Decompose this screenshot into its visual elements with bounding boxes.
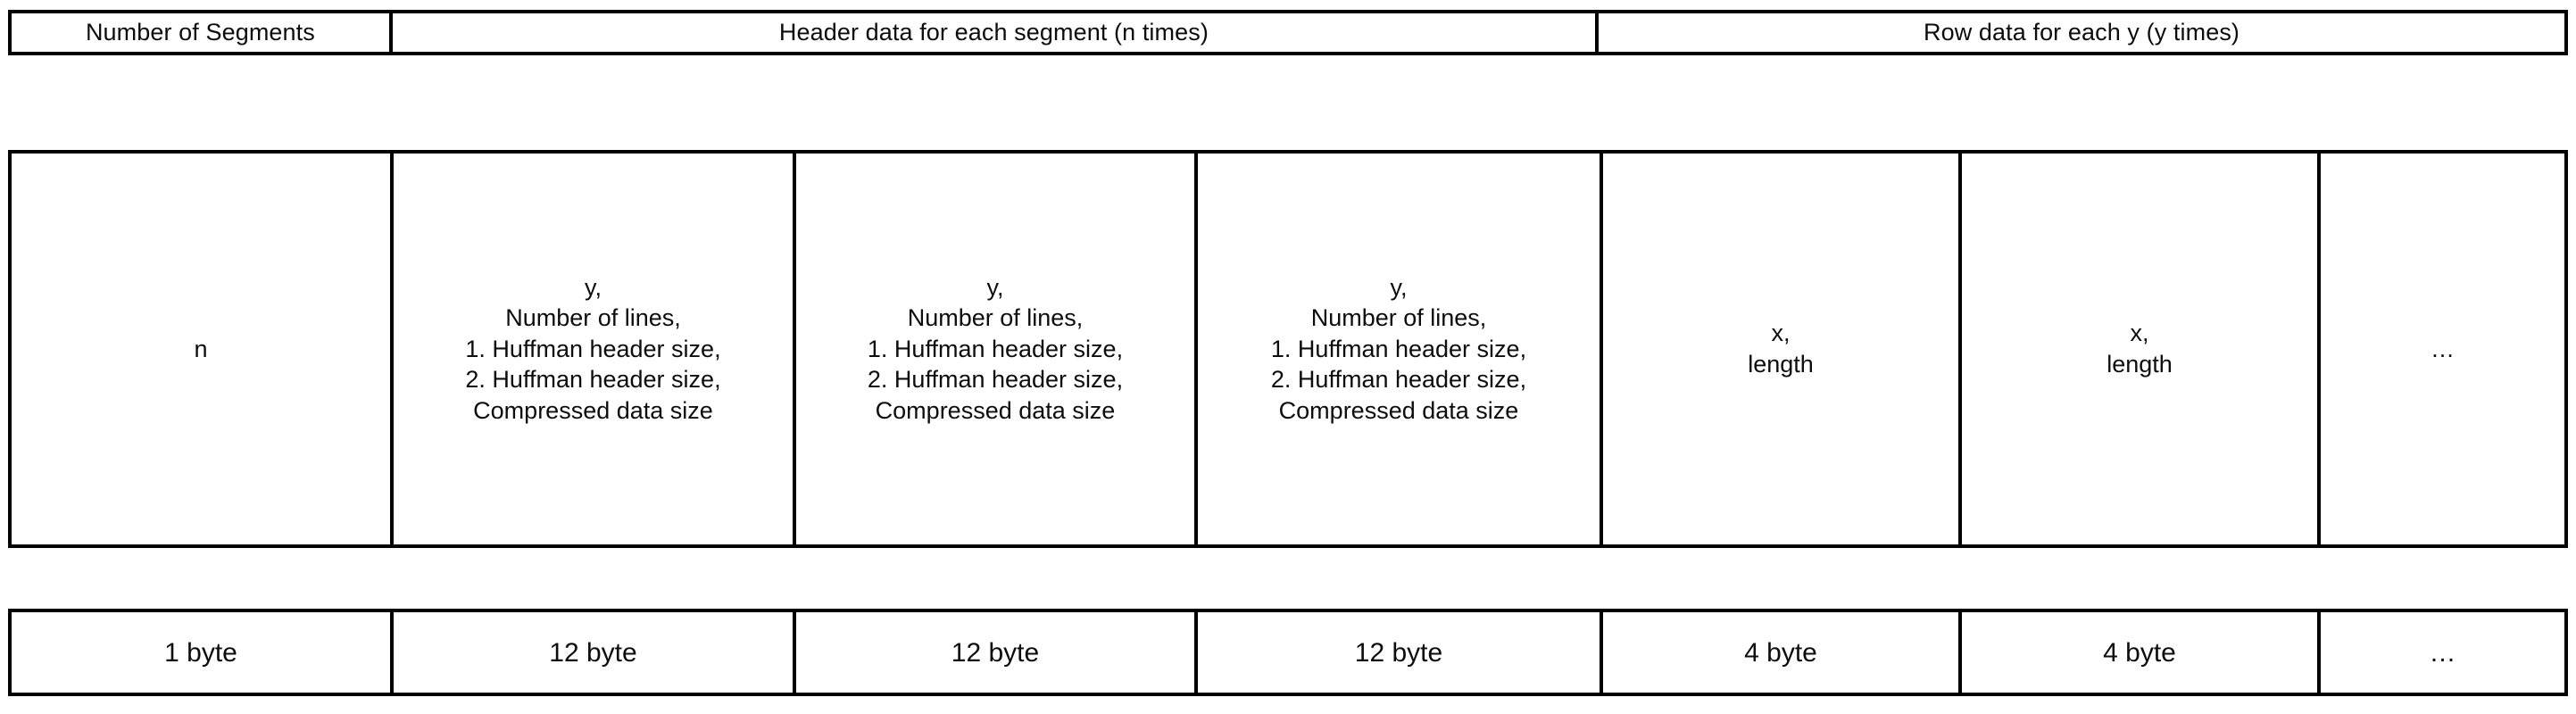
byte-size-cell-row-data-1: 4 byte <box>1600 612 1958 693</box>
field-cell-segment-header-2: y, Number of lines, 1. Huffman header si… <box>793 154 1194 544</box>
field-cell-segment-header-1: y, Number of lines, 1. Huffman header si… <box>390 154 793 544</box>
field-line: y, <box>585 273 602 301</box>
field-line: Number of lines, <box>505 304 681 332</box>
field-line: 2. Huffman header size, <box>465 366 721 394</box>
field-line: x, <box>1771 320 1791 347</box>
field-cell-segment-header-3: y, Number of lines, 1. Huffman header si… <box>1194 154 1600 544</box>
field-line: x, <box>2130 320 2149 347</box>
field-line: 2. Huffman header size, <box>867 366 1124 394</box>
field-line: Number of lines, <box>907 304 1084 332</box>
section-header-row: Number of Segments Header data for each … <box>8 10 2568 55</box>
field-cell-row-data-1-lines: x, length <box>1603 318 1958 379</box>
field-line: 1. Huffman header size, <box>1270 335 1527 362</box>
field-content-row: n y, Number of lines, 1. Huffman header … <box>8 150 2568 548</box>
field-line: Compressed data size <box>875 396 1116 424</box>
field-line: 1. Huffman header size, <box>465 335 721 362</box>
section-header-cell-row-data: Row data for each y (y times) <box>1595 13 2564 52</box>
field-line: length <box>1748 351 1814 378</box>
section-header-cell-header-data: Header data for each segment (n times) <box>388 13 1596 52</box>
field-line: Compressed data size <box>1278 396 1519 424</box>
field-line: n <box>194 335 208 362</box>
section-header-cell-number-of-segments: Number of Segments <box>12 13 389 52</box>
field-line: 2. Huffman header size, <box>1270 366 1527 394</box>
field-cell-segment-header-2-lines: y, Number of lines, 1. Huffman header si… <box>796 272 1194 427</box>
field-cell-row-data-2: x, length <box>1958 154 2317 544</box>
field-line-ellipsis: … <box>2431 335 2455 362</box>
field-line: length <box>2107 351 2173 378</box>
field-cell-segment-count: n <box>12 154 390 544</box>
field-cell-row-data-more: … <box>2317 154 2564 544</box>
field-cell-segment-header-3-lines: y, Number of lines, 1. Huffman header si… <box>1198 272 1600 427</box>
field-line: Compressed data size <box>473 396 713 424</box>
field-line: Number of lines, <box>1310 304 1487 332</box>
field-line: y, <box>986 273 1004 301</box>
byte-size-cell-segment-count: 1 byte <box>12 612 390 693</box>
byte-size-cell-segment-header-3: 12 byte <box>1194 612 1600 693</box>
field-line: y, <box>1390 273 1408 301</box>
field-cell-row-data-1: x, length <box>1600 154 1958 544</box>
field-cell-segment-count-lines: n <box>12 334 390 365</box>
field-line: 1. Huffman header size, <box>867 335 1124 362</box>
field-cell-row-data-more-lines: … <box>2321 334 2564 365</box>
byte-size-row: 1 byte 12 byte 12 byte 12 byte 4 byte 4 … <box>8 609 2568 696</box>
field-cell-segment-header-1-lines: y, Number of lines, 1. Huffman header si… <box>394 272 793 427</box>
byte-size-cell-row-data-more: … <box>2317 612 2564 693</box>
field-cell-row-data-2-lines: x, length <box>1962 318 2317 379</box>
byte-size-cell-segment-header-2: 12 byte <box>793 612 1194 693</box>
byte-size-cell-row-data-2: 4 byte <box>1958 612 2317 693</box>
byte-size-cell-segment-header-1: 12 byte <box>390 612 793 693</box>
